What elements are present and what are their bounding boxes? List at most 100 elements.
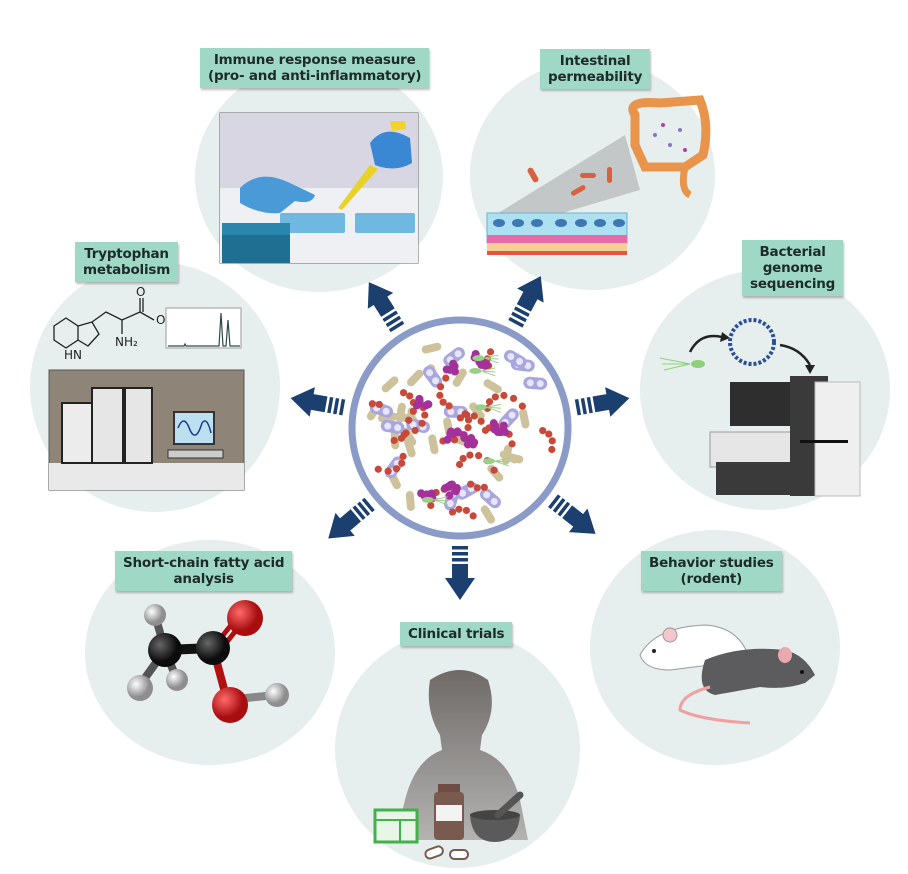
flagellated-bacterium [483, 458, 496, 465]
staph-cluster [459, 431, 468, 440]
coccus-bacterium [405, 416, 413, 424]
pill-box-icon [373, 808, 419, 844]
chem-label-hn: HN [64, 348, 82, 362]
chromatogram [165, 307, 242, 349]
label-clinical-trials: Clinical trials [400, 622, 513, 646]
coccus-bacterium [368, 400, 376, 408]
intestinal-permeability-illustration [486, 95, 711, 255]
flagellated-bacterium [474, 404, 487, 411]
coccus-bacterium [390, 436, 398, 445]
bacterium-icon [659, 357, 705, 371]
coccus-bacterium [427, 501, 435, 510]
coccus-bacterium [399, 389, 408, 397]
arrow-to-short-chain-fatty-acid [328, 497, 375, 539]
mice-illustration [639, 624, 815, 725]
coccus-bacterium [490, 466, 498, 474]
staph-cluster [451, 487, 460, 496]
rod-bacterium [407, 369, 424, 387]
arrow-to-intestinal-permeability [508, 276, 544, 328]
coccus-bacterium [485, 398, 494, 406]
label-tryptophan-metabolism: Tryptophan metabolism [75, 242, 179, 282]
coccus-bacterium [409, 407, 417, 415]
microbes-group [366, 342, 556, 524]
rod-bacterium [452, 368, 467, 387]
staph-cluster [445, 491, 454, 500]
coccus-bacterium [518, 402, 526, 410]
flagella [494, 457, 510, 467]
coccus-bacterium [445, 402, 453, 410]
staph-cluster [446, 429, 455, 438]
coccus-bacterium [459, 454, 467, 463]
immune-response-illustration [219, 112, 419, 264]
flagella [486, 403, 502, 413]
coccus-bacterium [375, 400, 383, 409]
rod-bacterium [480, 505, 496, 524]
coccus-bacterium [411, 426, 419, 435]
arrow-to-bacterial-genome-sequencing [574, 387, 630, 417]
sequencer-machine [709, 376, 861, 497]
coccus-bacterium [470, 412, 478, 420]
coccus-bacterium [467, 480, 475, 488]
coccus-bacterium [436, 383, 445, 391]
rod-bacterium [428, 434, 439, 455]
rod-bacterium [483, 379, 502, 394]
coccus-bacterium [448, 508, 457, 516]
coccus-bacterium [399, 452, 407, 460]
coccus-bacterium [455, 460, 464, 469]
tryptophan-illustration: HN NH₂ OH O [48, 285, 245, 491]
capsule-bacterium [380, 419, 405, 434]
coccus-bacterium [486, 348, 495, 356]
coccus-bacterium [481, 426, 490, 434]
staph-cluster [424, 400, 433, 409]
staph-cluster [499, 421, 508, 430]
chem-label-o: O [136, 285, 145, 299]
arrow-to-tryptophan-metabolism [290, 387, 346, 417]
coccus-bacterium [475, 452, 483, 460]
coccus-bacterium [548, 445, 556, 454]
plasmid-dna-icon [728, 318, 776, 366]
coccus-bacterium [463, 411, 471, 419]
tryptophan-structure [53, 298, 155, 349]
flagellated-bacterium [421, 496, 434, 503]
staph-cluster [442, 365, 451, 374]
staph-cluster [415, 396, 424, 405]
flagella [484, 354, 499, 364]
coccus-bacterium [456, 414, 465, 422]
coccus-bacterium [455, 505, 463, 513]
staph-cluster [496, 428, 505, 437]
coccus-bacterium [480, 483, 488, 491]
coccus-bacterium [374, 465, 382, 473]
label-short-chain-fatty-acid: Short-chain fatty acid analysis [115, 551, 293, 591]
medicine-bottle-icon [434, 784, 464, 840]
coccus-bacterium [500, 391, 508, 400]
staph-cluster [441, 484, 450, 493]
coccus-bacterium [464, 423, 472, 432]
staph-cluster [469, 440, 478, 449]
flagellated-bacterium [472, 355, 485, 362]
coccus-bacterium [508, 440, 516, 448]
staph-cluster [450, 367, 459, 376]
microbiota-circle [348, 316, 572, 540]
capsule-bacterium [422, 365, 443, 388]
coccus-bacterium [473, 484, 481, 492]
staph-cluster [467, 434, 476, 443]
coccus-bacterium [384, 467, 392, 475]
coccus-bacterium [539, 426, 547, 435]
coccus-bacterium [462, 506, 471, 515]
coccus-bacterium [418, 419, 426, 427]
staph-cluster [490, 425, 499, 434]
rod-bacterium [519, 408, 530, 429]
rod-bacterium [381, 376, 399, 393]
rod-bacterium [405, 491, 415, 511]
clinical-trials-illustration [373, 670, 528, 860]
staph-cluster [489, 419, 498, 428]
arrow-to-immune-response [367, 282, 405, 333]
coccus-bacterium [491, 393, 499, 401]
staph-cluster [477, 360, 486, 369]
coccus-bacterium [548, 437, 556, 445]
arrows-group [290, 276, 630, 600]
coccus-bacterium [398, 459, 406, 467]
arrow-to-clinical-trials [445, 546, 475, 600]
gray-mouse [678, 647, 815, 725]
